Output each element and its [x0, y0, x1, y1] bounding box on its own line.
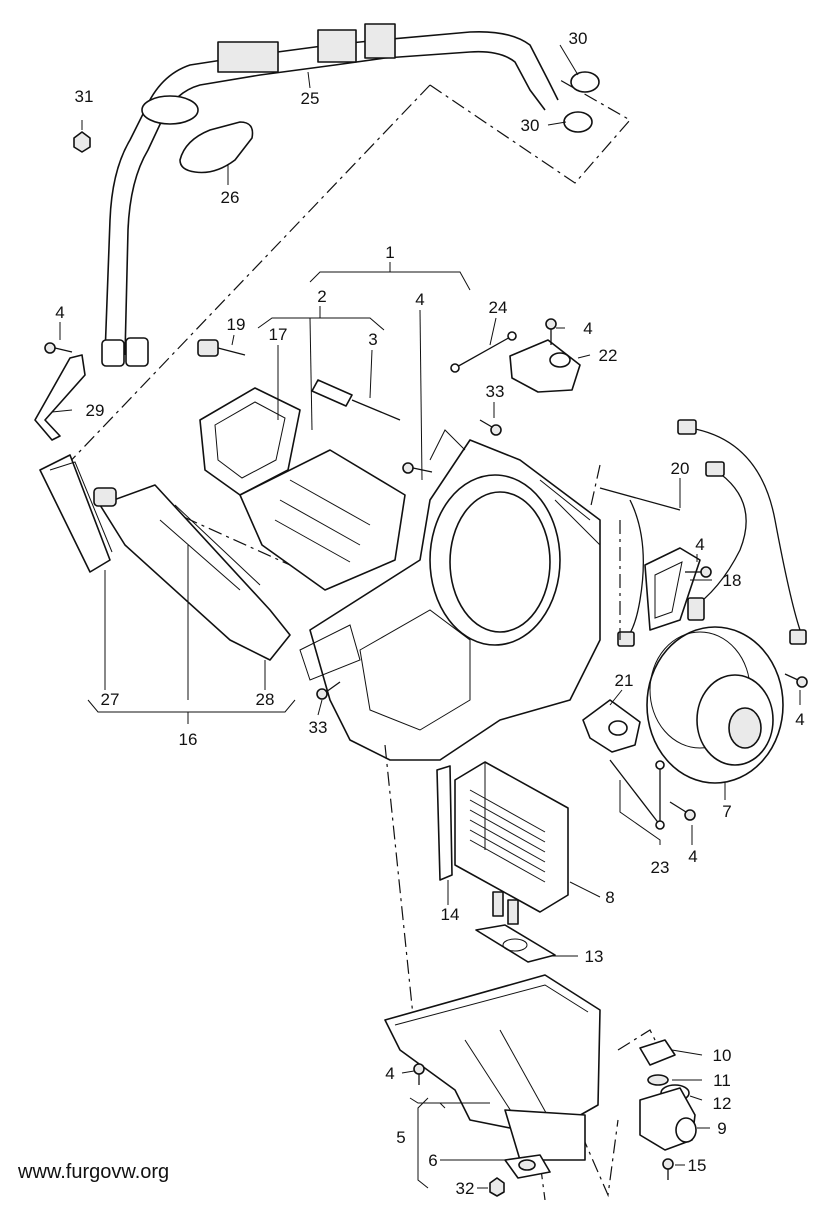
screw-4-resistor [685, 566, 712, 578]
callout-27: 27 [101, 690, 120, 709]
callout-3: 3 [368, 330, 377, 349]
leader-lines [51, 44, 801, 1189]
callout-12: 12 [713, 1094, 732, 1113]
callout-15: 15 [688, 1156, 707, 1175]
servo-motor-22 [509, 339, 581, 393]
callout-4-top-left: 4 [55, 303, 64, 322]
drain-valve-assembly [639, 1039, 697, 1151]
callout-30-top: 30 [569, 29, 588, 48]
callout-1: 1 [385, 243, 394, 262]
callout-33-upper: 33 [486, 382, 505, 401]
sensor-19 [197, 339, 246, 357]
lower-housing-5 [384, 974, 601, 1179]
watermark: www.furgovw.org [17, 1161, 169, 1183]
rod-24 [450, 331, 517, 373]
callout-18: 18 [723, 571, 742, 590]
callout-labels: 1 2 3 4 4 4 4 4 4 4 5 6 7 8 9 10 11 12 1… [55, 29, 804, 1198]
callout-4-bottom: 4 [385, 1064, 394, 1083]
callout-14: 14 [441, 905, 460, 924]
callout-6: 6 [428, 1151, 437, 1170]
callout-24: 24 [489, 298, 508, 317]
heat-exchanger-8 [454, 761, 569, 925]
callout-32: 32 [456, 1179, 475, 1198]
coolant-hoses [101, 23, 559, 367]
bracket-29 [34, 354, 86, 441]
callout-4-upper: 4 [415, 290, 424, 309]
callout-13: 13 [585, 947, 604, 966]
heater-housing [299, 429, 601, 761]
screw-4-blower [784, 673, 808, 688]
blower-motor-7 [646, 626, 784, 784]
callout-30-bottom: 30 [521, 116, 540, 135]
screw-15 [662, 1158, 674, 1180]
screw-4-servo [669, 801, 696, 821]
callout-4-top-right: 4 [583, 319, 592, 338]
callout-4-blower: 4 [795, 710, 804, 729]
callout-23: 23 [651, 858, 670, 877]
callout-2: 2 [317, 287, 326, 306]
callout-19: 19 [227, 315, 246, 334]
callout-4-resistor: 4 [695, 535, 704, 554]
actuator-rod-3 [311, 379, 401, 421]
servo-motor-21 [582, 699, 641, 753]
seal-14 [436, 765, 453, 881]
callout-5: 5 [396, 1128, 405, 1147]
callout-11: 11 [713, 1071, 731, 1090]
screw-33-upper [479, 419, 502, 436]
rod-23 [609, 759, 665, 830]
wiring-harness-20 [599, 419, 807, 647]
callout-31: 31 [75, 87, 94, 106]
screw-4-bottom [413, 1063, 425, 1085]
screws [44, 318, 808, 1197]
frame-27 [39, 454, 113, 573]
screw-33-lower [316, 681, 341, 700]
nut-31 [73, 131, 91, 153]
callout-28: 28 [256, 690, 275, 709]
seal-13 [475, 924, 556, 963]
evaporator-16 [93, 484, 291, 661]
hose-clamps [563, 71, 600, 133]
callout-17: 17 [269, 325, 288, 344]
callout-4-servo: 4 [688, 847, 697, 866]
callout-7: 7 [722, 802, 731, 821]
callout-26: 26 [221, 188, 240, 207]
nut-32 [489, 1177, 505, 1197]
screw-4-upper-mid [402, 462, 433, 474]
callout-29: 29 [86, 401, 105, 420]
callout-16: 16 [179, 730, 198, 749]
callout-20: 20 [671, 459, 690, 478]
callout-33-lower: 33 [309, 718, 328, 737]
callout-21: 21 [615, 671, 634, 690]
callout-10: 10 [713, 1046, 732, 1065]
screw-4-top-left [44, 342, 73, 354]
callout-8: 8 [605, 888, 614, 907]
screw-4-top-right [545, 318, 557, 345]
air-duct-17 [199, 387, 406, 591]
grommet-26 [179, 121, 254, 174]
callout-22: 22 [599, 346, 618, 365]
callout-9: 9 [717, 1119, 726, 1138]
callout-25: 25 [301, 89, 320, 108]
resistor-18 [644, 547, 705, 631]
